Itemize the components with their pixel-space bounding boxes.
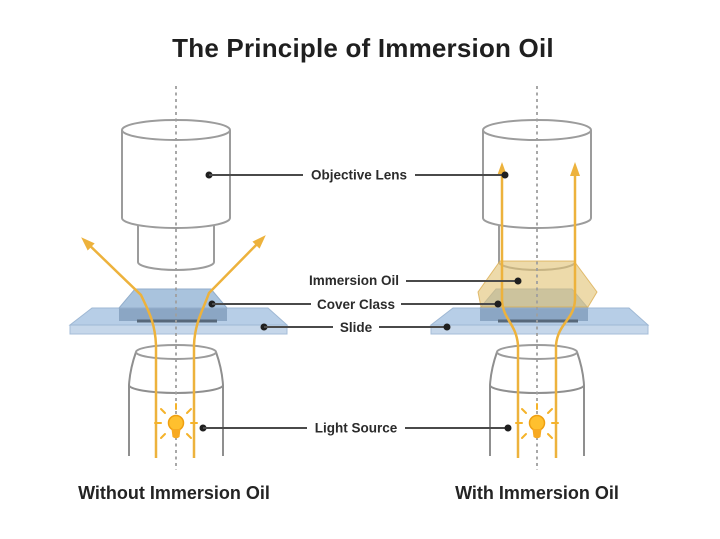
callout-objective-lens: Objective Lens xyxy=(205,168,509,183)
callout-slide: Slide xyxy=(260,320,451,335)
right-diagram: With Immersion Oil xyxy=(429,86,650,503)
slide-front-face xyxy=(69,324,288,335)
ray-captured-left xyxy=(497,162,520,458)
light-bulb-icon-right xyxy=(515,403,559,439)
ray-captured-right xyxy=(554,162,580,458)
light-bulb-icon-left xyxy=(154,403,198,439)
label-light-source: Light Source xyxy=(315,421,398,436)
leader-dot xyxy=(494,300,502,308)
lens-top xyxy=(482,119,592,141)
ray-diverging-left xyxy=(81,237,158,458)
light-rays-left xyxy=(81,235,266,458)
ray-diverging-right xyxy=(192,235,266,458)
leader-dot xyxy=(514,277,522,285)
caption-without-oil: Without Immersion Oil xyxy=(78,483,270,503)
lens-top xyxy=(121,119,231,141)
callout-immersion-oil: Immersion Oil xyxy=(309,273,522,288)
callout-light-source: Light Source xyxy=(199,421,512,436)
slide-front-face xyxy=(430,324,649,335)
page-title: The Principle of Immersion Oil xyxy=(172,33,554,63)
leader-dot xyxy=(501,171,509,179)
slide-left xyxy=(68,288,289,335)
objective-lens-left xyxy=(121,119,231,271)
label-slide: Slide xyxy=(340,320,373,335)
label-cover-glass: Cover Class xyxy=(317,297,395,312)
caption-with-oil: With Immersion Oil xyxy=(455,483,619,503)
callouts: Objective Lens Immersion Oil Cover Class… xyxy=(199,168,522,436)
label-immersion-oil: Immersion Oil xyxy=(309,273,399,288)
leader-dot xyxy=(443,323,451,331)
light-rays-right xyxy=(497,162,580,458)
callout-cover-glass: Cover Class xyxy=(208,297,502,312)
leader-dot xyxy=(504,424,512,432)
specimen-area xyxy=(119,308,227,321)
left-diagram: Without Immersion Oil xyxy=(68,86,289,503)
label-objective-lens: Objective Lens xyxy=(311,168,407,183)
